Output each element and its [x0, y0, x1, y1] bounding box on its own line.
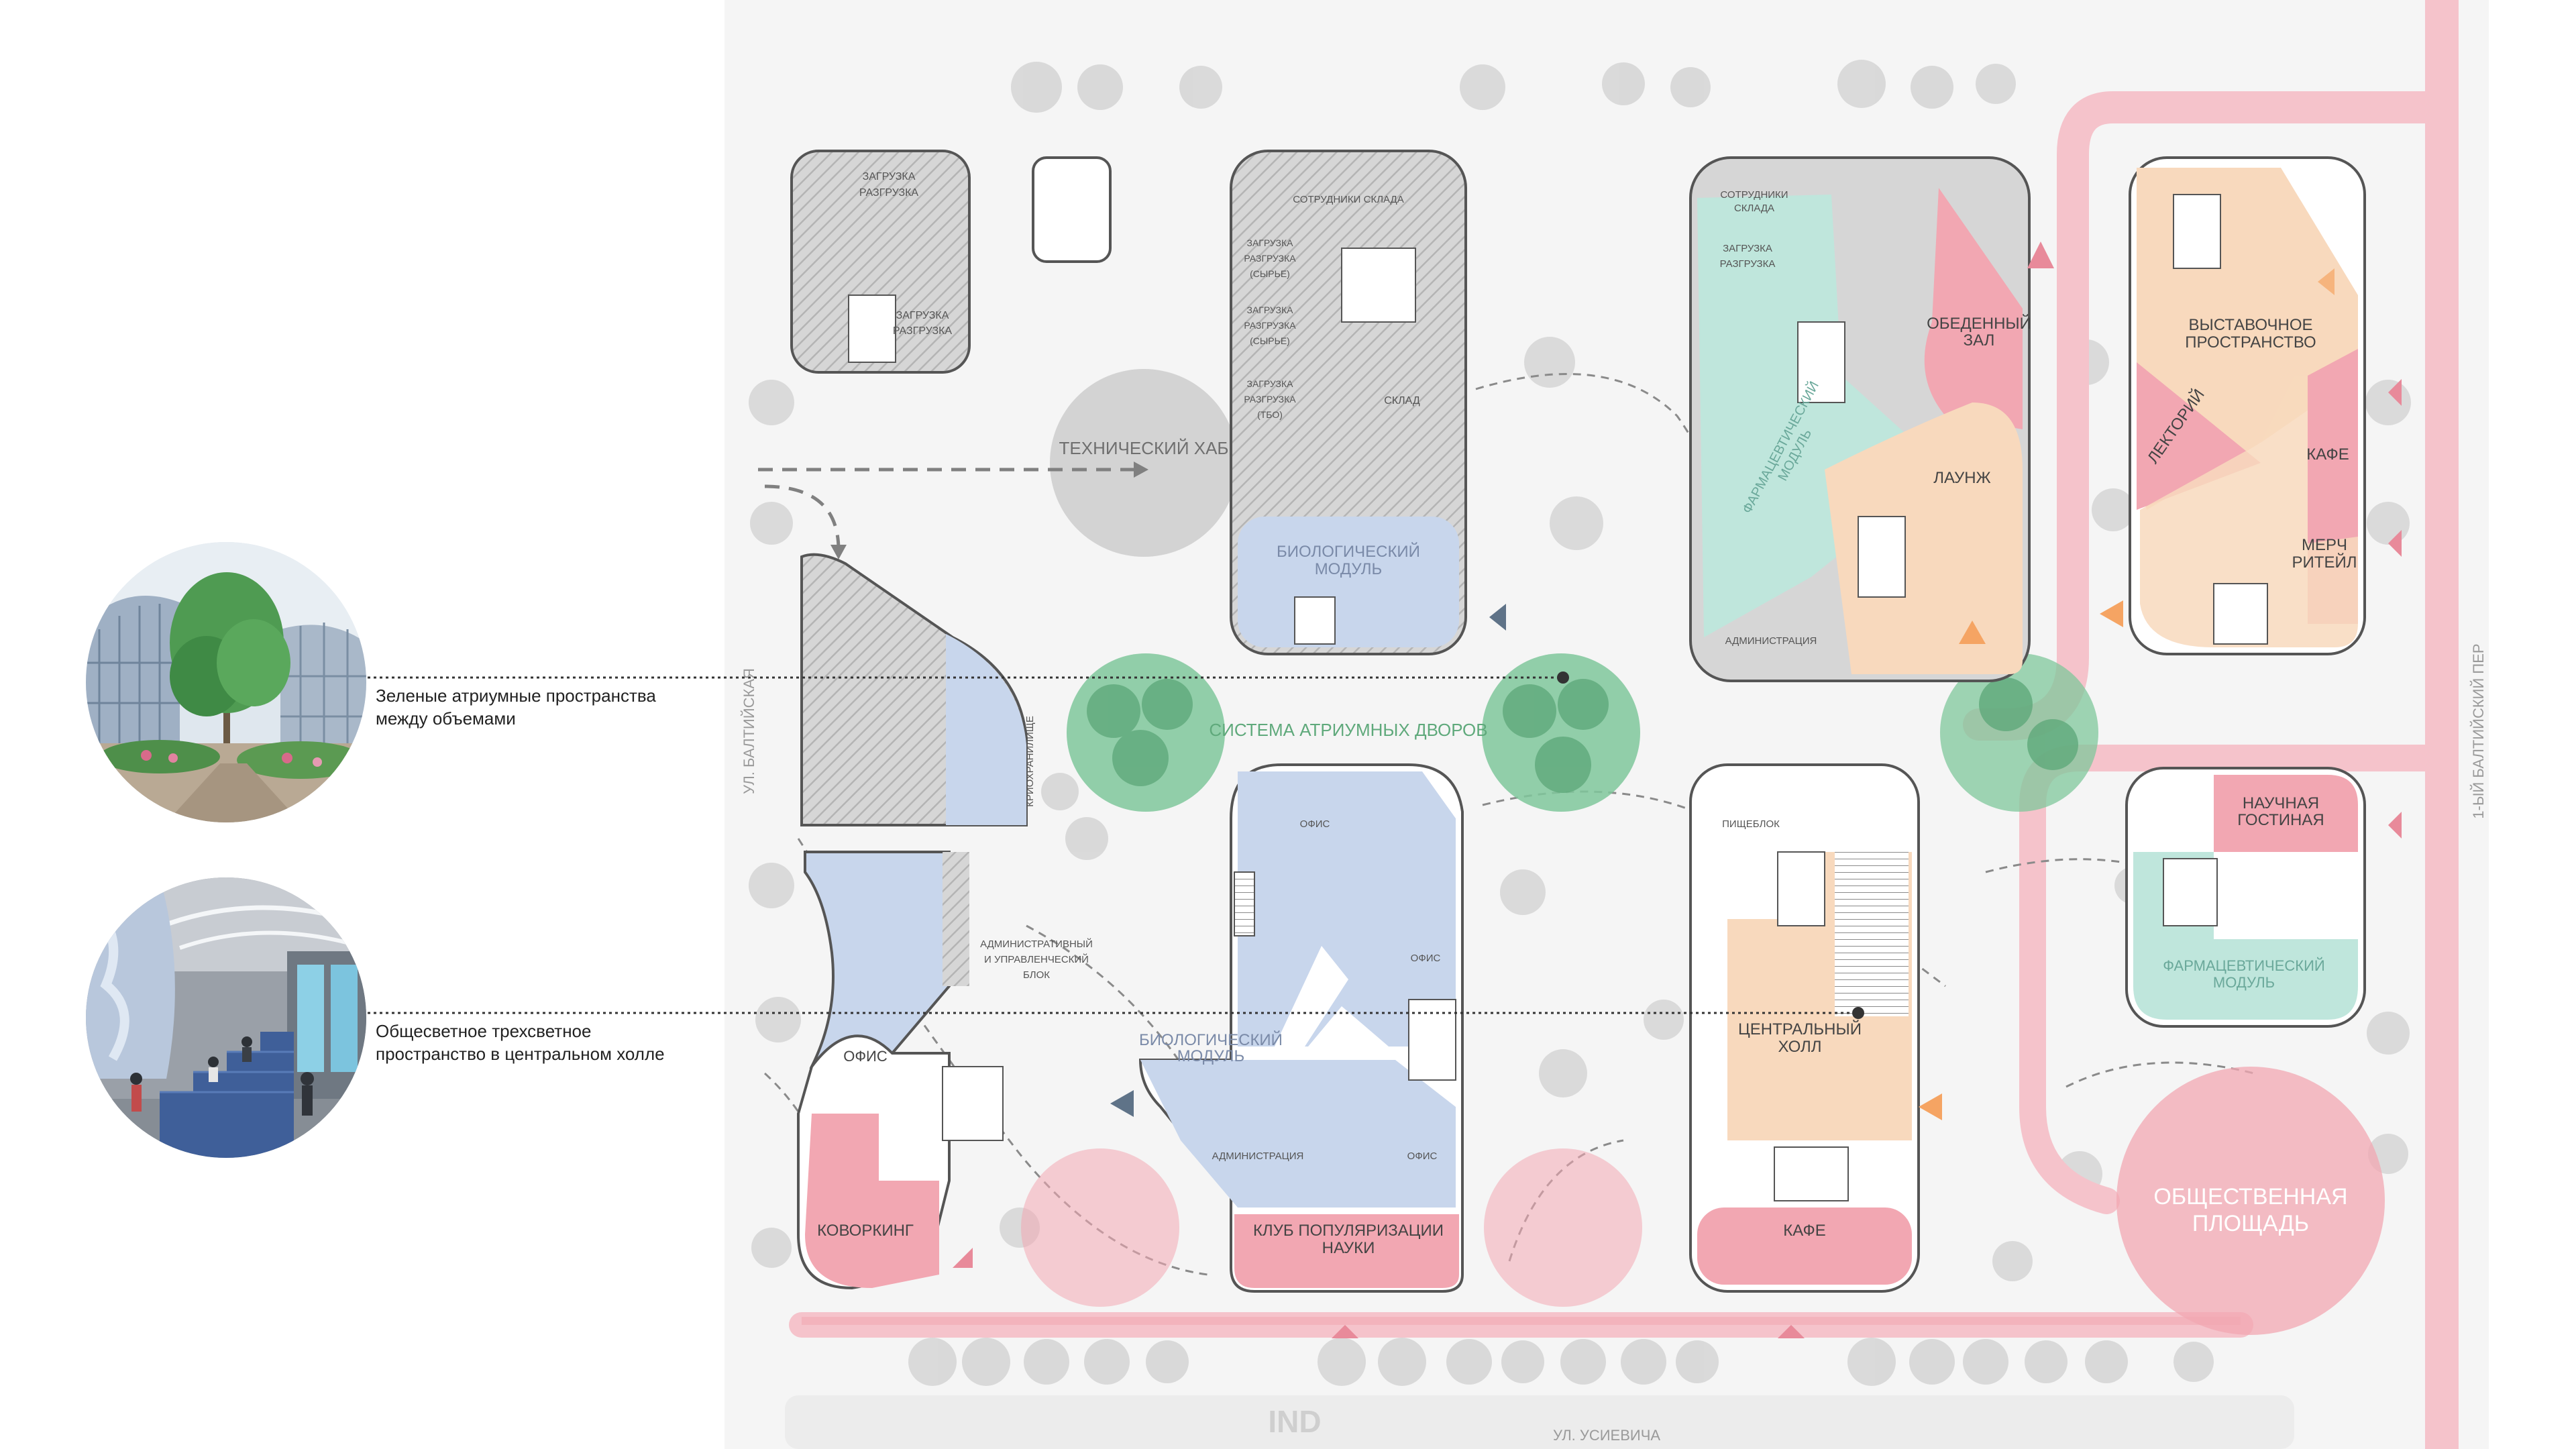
- dining-l1: ОБЕДЕННЫЙ: [1927, 314, 2031, 333]
- load-raw1-l2: РАЗГРУЗКА: [1244, 253, 1296, 264]
- merch-l1: МЕРЧ: [2302, 536, 2347, 554]
- bio-module-top-l1: БИОЛОГИЧЕСКИЙ: [1277, 542, 1420, 561]
- staff-warehouse2-l1: СОТРУДНИКИ: [1720, 189, 1788, 201]
- callout-atrium-line1: Зеленые атриумные пространства: [376, 686, 656, 706]
- loading-c-l1: ЗАГРУЗКА: [1723, 243, 1772, 254]
- atrium-courtyards: [1067, 653, 2098, 812]
- cryo-label-group: КРИОХРАНИЛИЩЕ: [1024, 716, 1036, 807]
- cafe-bottom-label: КАФЕ: [1783, 1222, 1825, 1240]
- pharma-small-l2: МОДУЛЬ: [2213, 974, 2275, 991]
- cafe-top-label: КАФЕ: [2306, 445, 2349, 464]
- staff-warehouse2-l2: СКЛАДА: [1734, 203, 1774, 214]
- coworking-label: КОВОРКИНГ: [817, 1222, 914, 1240]
- loading-c-l2: РАЗГРУЗКА: [1720, 258, 1776, 270]
- public-plaza-circles: [1021, 1148, 1642, 1307]
- public-square-zone: [2116, 1067, 2385, 1335]
- warehouse-staff-label: СОТРУДНИКИ СКЛАДА: [1293, 194, 1403, 205]
- tech-hub-label: ТЕХНИЧЕСКИЙ ХАБ: [1059, 438, 1229, 458]
- callout-hall-line1: Общесветное трехсветное: [376, 1021, 592, 1041]
- office-center-bottom-label: ОФИС: [1407, 1150, 1438, 1162]
- bio-center-l2: МОДУЛЬ: [1177, 1047, 1245, 1065]
- load-raw2-l3: (СЫРЬЕ): [1250, 335, 1290, 346]
- office-left-label: ОФИС: [843, 1048, 888, 1065]
- load-raw2-l2: РАЗГРУЗКА: [1244, 320, 1296, 331]
- building-exhibition: [2129, 156, 2366, 655]
- building-warehouse: [1230, 150, 1467, 655]
- loading-b-label-2: РАЗГРУЗКА: [893, 325, 953, 337]
- road-usievicha: [785, 1395, 2294, 1449]
- callout-dot-atrium: [1557, 672, 1569, 684]
- building-left-middle: [797, 553, 1028, 1290]
- central-hall-l2: ХОЛЛ: [1778, 1038, 1821, 1056]
- street-right-label: 1-ЫЙ БАЛТИЙСКИЙ ПЕР: [2470, 643, 2487, 818]
- utility-pavilion: [1032, 156, 1112, 263]
- admin-block-l2: И УПРАВЛЕНЧЕСКИЙ: [984, 953, 1089, 965]
- science-club-l1: КЛУБ ПОПУЛЯРИЗАЦИИ: [1253, 1222, 1444, 1240]
- callout-hall-line2: пространство в центральном холле: [376, 1044, 665, 1064]
- building-central-hall: [1689, 763, 1920, 1293]
- atrium-system-label: СИСТЕМА АТРИУМНЫХ ДВОРОВ: [1209, 720, 1487, 740]
- central-hall-l1: ЦЕНТРАЛЬНЫЙ: [1738, 1020, 1862, 1038]
- callout-hall-text: Общесветное трехсветное пространство в ц…: [376, 1020, 724, 1065]
- dining-l2: ЗАЛ: [1964, 331, 1995, 350]
- load-raw1-l1: ЗАГРУЗКА: [1247, 237, 1294, 248]
- callout-leaders: [368, 676, 1858, 1014]
- lounge-label: ЛАУНЖ: [1933, 469, 1990, 487]
- street-left-label: УЛ. БАЛТИЙСКАЯ: [741, 668, 757, 794]
- building-loading-a: [790, 150, 971, 374]
- service-arrow-head: [1134, 462, 1148, 478]
- office-center-top-label: ОФИС: [1300, 818, 1330, 830]
- load-raw2-l1: ЗАГРУЗКА: [1247, 305, 1294, 315]
- callout-dot-hall: [1852, 1007, 1864, 1019]
- pharma-small-l1: ФАРМАЦЕВТИЧЕСКИЙ: [2163, 957, 2324, 974]
- exhibition-l2: ПРОСТРАНСТВО: [2185, 333, 2316, 352]
- exhibition-l1: ВЫСТАВОЧНОЕ: [2188, 316, 2312, 334]
- bio-module-top-l2: МОДУЛЬ: [1315, 560, 1383, 578]
- street-left-group: УЛ. БАЛТИЙСКАЯ: [741, 668, 757, 794]
- bottom-sign-label: IND: [1268, 1404, 1321, 1439]
- cryo-label: КРИОХРАНИЛИЩЕ: [1024, 716, 1036, 807]
- loading-a-label-2: РАЗГРУЗКА: [859, 187, 919, 199]
- load-tbo-l2: РАЗГРУЗКА: [1244, 394, 1296, 405]
- admin-block-l1: АДМИНИСТРАТИВНЫЙ: [980, 938, 1093, 950]
- public-square-label-1: ОБЩЕСТВЕННАЯ: [2153, 1184, 2347, 1210]
- service-arrow-curve: [764, 484, 841, 551]
- admin-block-l3: БЛОК: [1023, 969, 1050, 981]
- building-central-bio: [1138, 763, 1464, 1293]
- callout-atrium-text: Зеленые атриумные пространства между объ…: [376, 684, 724, 730]
- merch-l2: РИТЕЙЛ: [2292, 553, 2357, 572]
- callout-atrium-line2: между объемами: [376, 708, 516, 729]
- route-highlight: [802, 1317, 2241, 1325]
- load-tbo-l1: ЗАГРУЗКА: [1247, 378, 1294, 389]
- building-science-lounge: [2125, 767, 2366, 1028]
- street-right-group: 1-ЫЙ БАЛТИЙСКИЙ ПЕР: [2470, 643, 2487, 818]
- warehouse-label: СКЛАД: [1384, 395, 1420, 407]
- loading-a-label-1: ЗАГРУЗКА: [863, 171, 916, 182]
- load-tbo-l3: (ТБО): [1257, 409, 1283, 420]
- science-club-l2: НАУКИ: [1322, 1239, 1375, 1257]
- loading-b-label-1: ЗАГРУЗКА: [896, 310, 949, 321]
- street-bottom-label: УЛ. УСИЕВИЧА: [1553, 1427, 1660, 1444]
- office-center-right-label: ОФИС: [1411, 953, 1441, 964]
- science-lounge-l1: НАУЧНАЯ: [2243, 794, 2319, 812]
- public-square-label-2: ПЛОЩАДЬ: [2192, 1211, 2309, 1236]
- entrance-arrows: [953, 241, 2402, 1338]
- bio-center-l1: БИОЛОГИЧЕСКИЙ: [1139, 1030, 1283, 1049]
- administration-top-label: АДМИНИСТРАЦИЯ: [1725, 635, 1817, 647]
- building-pharma-lounge: [1689, 156, 2031, 682]
- administration-center-label: АДМИНИСТРАЦИЯ: [1212, 1150, 1304, 1162]
- load-raw1-l3: (СЫРЬЕ): [1250, 268, 1290, 279]
- tech-hub-zone: [1050, 369, 1238, 557]
- science-lounge-l2: ГОСТИНАЯ: [2237, 811, 2324, 829]
- service-arrow-curve-head: [830, 545, 847, 559]
- food-block-label: ПИЩЕБЛОК: [1722, 818, 1780, 830]
